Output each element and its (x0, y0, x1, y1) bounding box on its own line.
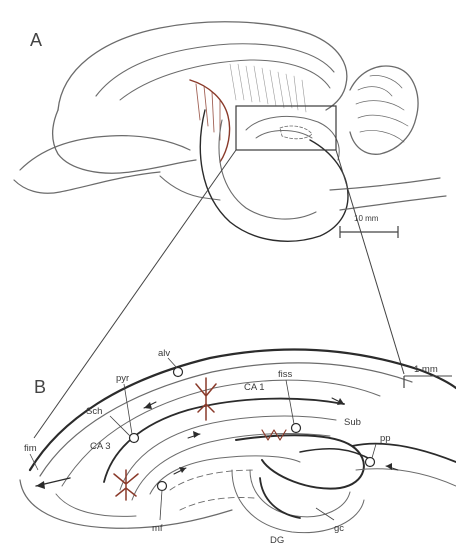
label-sch: Sch (86, 406, 102, 417)
panel-b-letter: B (34, 377, 46, 397)
label-ca1: CA 1 (244, 382, 265, 393)
label-pp: pp (380, 433, 391, 444)
label-alv: alv (158, 348, 170, 359)
panel-a: A (14, 22, 446, 242)
label-sub: Sub (344, 417, 361, 428)
label-mf: mf (152, 523, 163, 534)
panel-a-letter: A (30, 30, 42, 50)
label-dg: DG (270, 535, 284, 545)
label-fim: fim (24, 443, 37, 454)
brain-illustration (14, 22, 446, 242)
panel-b: B (20, 348, 456, 545)
hippocampus-diagram (20, 349, 456, 532)
label-gc: gc (334, 523, 344, 534)
label-ca3: CA 3 (90, 441, 111, 452)
scale-bar-b-label: 1 mm (414, 364, 438, 375)
label-fiss: fiss (278, 369, 293, 380)
scale-bar-a: 10 mm (340, 214, 398, 238)
label-pyr: pyr (116, 373, 129, 384)
